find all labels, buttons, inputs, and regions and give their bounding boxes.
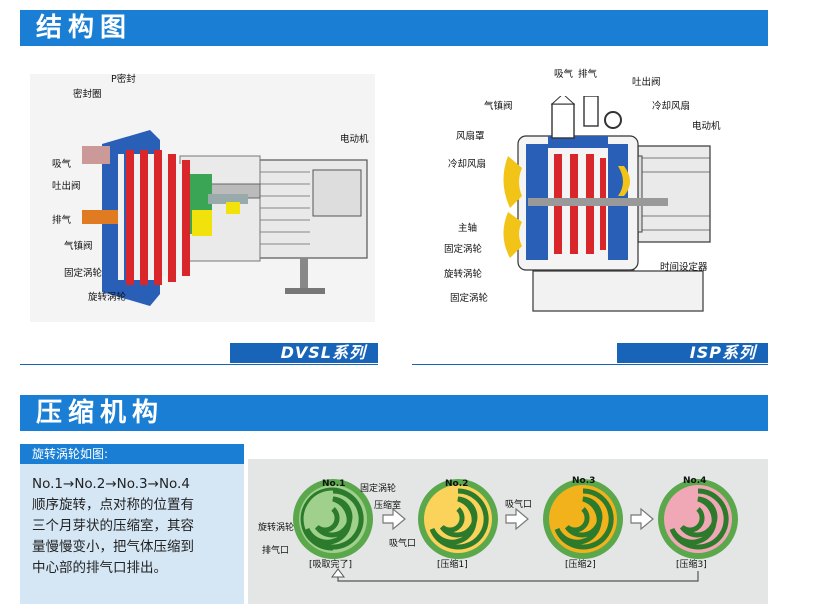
isp-label-fan-cover: 风扇罩	[456, 131, 485, 142]
isp-label-timer: 时间设定器	[660, 262, 708, 273]
isp-label-discharge-valve: 吐出阀	[632, 77, 661, 88]
isp-structure-diagram	[503, 96, 711, 312]
explanation-panel	[20, 444, 244, 604]
section-title-structure: 结构图	[20, 10, 768, 46]
dvsl-label-fixed-scroll: 固定涡轮	[64, 268, 103, 279]
isp-label-motor: 电动机	[692, 121, 721, 132]
stage-1-caption: [吸取完了]	[309, 560, 353, 570]
explanation-line-3: 三个月芽状的压缩室，其容	[32, 518, 194, 534]
dvsl-label-p-seal: P密封	[111, 74, 136, 85]
scroll-stage-2	[418, 479, 498, 559]
explanation-tab: 旋转涡轮如图:	[20, 444, 244, 464]
isp-label-fixed-scroll: 固定涡轮	[444, 244, 483, 255]
arrow-right-2	[505, 507, 529, 531]
isp-series-label: ISP系列	[689, 343, 756, 362]
scroll-stage-3	[543, 479, 623, 559]
stage-3-number: No.3	[572, 476, 596, 486]
label-intake-port-1: 吸气口	[505, 500, 533, 510]
stage-2-caption: [压缩1]	[437, 560, 468, 570]
scroll-stage-1	[293, 479, 373, 559]
explanation-line-4: 量慢慢变小，把气体压缩到	[32, 539, 194, 555]
dvsl-label-discharge-valve: 吐出阀	[52, 181, 81, 192]
label-fixed-scroll: 固定涡轮	[360, 484, 397, 494]
label-orbiting-scroll: 旋转涡轮	[258, 523, 295, 533]
isp-label-gas-ballast: 气镇阀	[484, 101, 513, 112]
dvsl-label-gas-ballast: 气镇阀	[64, 241, 93, 252]
explanation-text: No.1→No.2→No.3→No.4 顺序旋转，点对称的位置有 三个月芽状的压…	[32, 474, 237, 579]
dvsl-series-bar: DVSL系列	[20, 343, 378, 365]
isp-label-cooling-fan: 冷却风扇	[448, 159, 487, 170]
isp-label-exhaust: 排气	[578, 69, 598, 80]
isp-label-main-shaft: 主轴	[458, 223, 478, 234]
arrow-right-1	[382, 507, 406, 531]
isp-series-bar: ISP系列	[412, 343, 768, 365]
label-compression-chamber: 压缩室	[374, 501, 402, 511]
label-intake-port-2: 吸气口	[389, 539, 417, 549]
dvsl-label-exhaust: 排气	[52, 215, 72, 226]
scroll-stages-diagram	[293, 479, 738, 582]
section-title-text-2: 压缩机构	[36, 398, 165, 428]
dvsl-label-motor: 电动机	[340, 134, 369, 145]
stage-1-number: No.1	[322, 479, 346, 489]
explanation-line-1: No.1→No.2→No.3→No.4	[32, 476, 190, 492]
dvsl-structure-diagram	[30, 74, 375, 322]
stage-4-number: No.4	[683, 476, 707, 486]
isp-label-intake: 吸气	[554, 69, 574, 80]
section-title-text: 结构图	[36, 13, 133, 43]
dvsl-label-seal-ring: 密封圈	[73, 89, 102, 100]
stage-4-caption: [压缩3]	[676, 560, 707, 570]
isp-label-orbiting-scroll: 旋转涡轮	[444, 269, 483, 280]
isp-label-cooling-fan-top: 冷却风扇	[652, 101, 691, 112]
scroll-stage-4	[658, 479, 738, 559]
dvsl-series-label: DVSL系列	[280, 343, 366, 362]
dvsl-label-intake: 吸气	[52, 159, 72, 170]
arrow-right-3	[630, 507, 654, 531]
isp-label-fixed-scroll-2: 固定涡轮	[450, 293, 489, 304]
section-title-compression: 压缩机构	[20, 395, 768, 431]
explanation-line-5: 中心部的排气口排出。	[32, 560, 167, 576]
label-exhaust-port: 排气口	[262, 546, 290, 556]
explanation-line-2: 顺序旋转，点对称的位置有	[32, 497, 194, 513]
stage-2-number: No.2	[445, 479, 469, 489]
stage-3-caption: [压缩2]	[565, 560, 596, 570]
dvsl-label-orbiting-scroll: 旋转涡轮	[88, 292, 127, 303]
